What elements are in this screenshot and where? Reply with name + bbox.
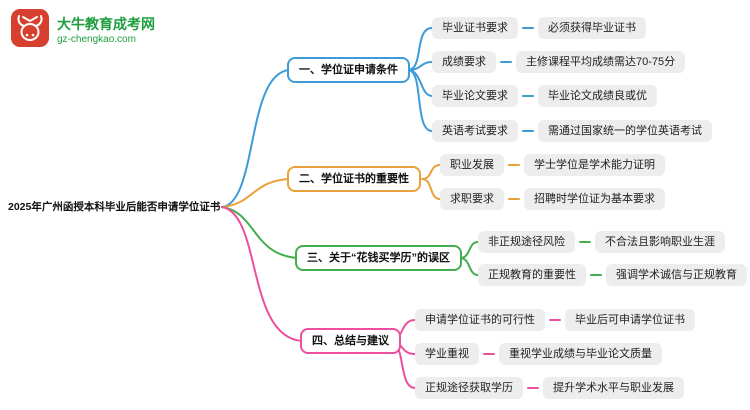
- site-url: gz-chengkao.com: [57, 33, 136, 45]
- site-logo-text: 大牛教育成考网 gz-chengkao.com: [57, 16, 155, 46]
- child-curve: [407, 61, 433, 71]
- child-curve: [459, 241, 479, 259]
- detail-node: 强调学术诚信与正规教育: [606, 264, 747, 286]
- topic-node: 非正规途径风险: [478, 231, 575, 253]
- topic-node: 成绩要求: [432, 51, 496, 73]
- mindmap-row: 正规教育的重要性 强调学术诚信与正规教育: [478, 264, 747, 286]
- detail-node: 招聘时学位证为基本要求: [524, 188, 665, 210]
- mindmap-row: 毕业证书要求 必须获得毕业证书: [432, 17, 646, 39]
- mindmap-row: 正规途径获取学历 提升学术水平与职业发展: [415, 377, 684, 399]
- topic-node: 正规途径获取学历: [415, 377, 523, 399]
- branch-curve: [221, 206, 298, 259]
- mindmap-row: 英语考试要求 需通过国家统一的学位英语考试: [432, 120, 712, 142]
- detail-node: 需通过国家统一的学位英语考试: [538, 120, 712, 142]
- branch-node-3: 三、关于“花钱买学历”的误区: [295, 245, 462, 271]
- detail-node: 学士学位是学术能力证明: [524, 154, 665, 176]
- detail-node: 毕业论文成绩良或优: [538, 85, 657, 107]
- detail-node: 主修课程平均成绩需达70-75分: [516, 51, 686, 73]
- row-connector: [508, 164, 520, 166]
- row-connector: [522, 95, 534, 97]
- mindmap-row: 成绩要求 主修课程平均成绩需达70-75分: [432, 51, 686, 73]
- detail-node: 必须获得毕业证书: [538, 17, 646, 39]
- mindmap-row: 学业重视 重视学业成绩与毕业论文质量: [415, 343, 662, 365]
- root-topic: 2025年广州函授本科毕业后能否申请学位证书: [8, 201, 221, 213]
- topic-node: 职业发展: [440, 154, 504, 176]
- row-connector: [500, 61, 512, 63]
- child-curve: [421, 164, 441, 180]
- topic-node: 学业重视: [415, 343, 479, 365]
- site-name: 大牛教育成考网: [57, 15, 155, 32]
- row-connector: [483, 353, 495, 355]
- bull-logo-icon: [10, 8, 50, 53]
- branch-node-1: 一、学位证申请条件: [287, 57, 410, 83]
- topic-node: 毕业证书要求: [432, 17, 518, 39]
- detail-node: 提升学术水平与职业发展: [543, 377, 684, 399]
- detail-node: 毕业后可申请学位证书: [565, 309, 695, 331]
- topic-node: 英语考试要求: [432, 120, 518, 142]
- child-curve: [421, 178, 441, 200]
- topic-node: 求职要求: [440, 188, 504, 210]
- row-connector: [590, 274, 602, 276]
- topic-node: 申请学位证书的可行性: [415, 309, 545, 331]
- mindmap-row: 职业发展 学士学位是学术能力证明: [440, 154, 665, 176]
- child-curve: [459, 257, 479, 276]
- branch-curve: [221, 206, 303, 342]
- child-curve: [407, 69, 433, 97]
- topic-node: 正规教育的重要性: [478, 264, 586, 286]
- row-connector: [522, 27, 534, 29]
- mindmap-row: 申请学位证书的可行性 毕业后可申请学位证书: [415, 309, 695, 331]
- branch-node-2: 二、学位证书的重要性: [287, 166, 421, 192]
- branch-curve: [221, 178, 290, 208]
- mindmap-row: 求职要求 招聘时学位证为基本要求: [440, 188, 665, 210]
- row-connector: [508, 198, 520, 200]
- topic-node: 毕业论文要求: [432, 85, 518, 107]
- row-connector: [579, 241, 591, 243]
- mindmap-row: 非正规途径风险 不合法且影响职业生涯: [478, 231, 725, 253]
- site-logo: 大牛教育成考网 gz-chengkao.com: [10, 8, 155, 53]
- branch-curve: [221, 69, 290, 208]
- mindmap-row: 毕业论文要求 毕业论文成绩良或优: [432, 85, 657, 107]
- row-connector: [522, 130, 534, 132]
- branch-node-4: 四、总结与建议: [300, 328, 401, 354]
- row-connector: [527, 387, 539, 389]
- detail-node: 不合法且影响职业生涯: [595, 231, 725, 253]
- detail-node: 重视学业成绩与毕业论文质量: [499, 343, 662, 365]
- row-connector: [549, 319, 561, 321]
- child-curve: [407, 69, 433, 132]
- child-curve: [407, 27, 433, 71]
